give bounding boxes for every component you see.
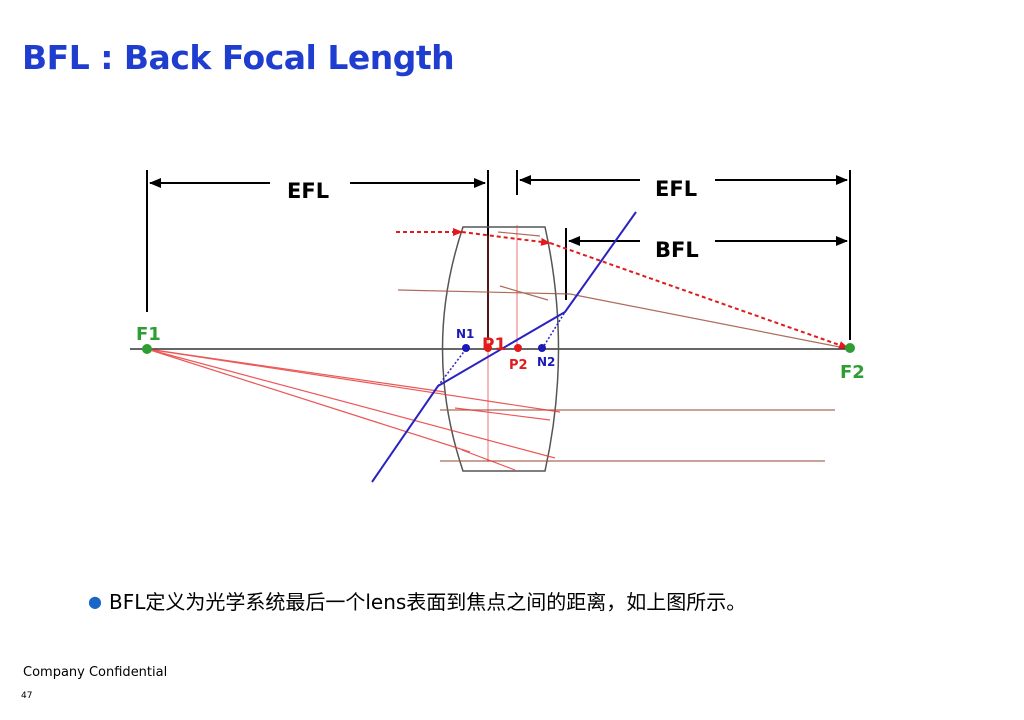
p2-point: [514, 344, 522, 352]
page-title: BFL : Back Focal Length: [22, 38, 455, 77]
red-dashed-ray: [396, 228, 849, 349]
p1-point: [484, 344, 492, 352]
blue-ray: [371, 211, 637, 483]
f2-label: F2: [840, 362, 865, 383]
efl-back-label: EFL: [655, 177, 697, 201]
footer-confidential: Company Confidential: [23, 665, 168, 680]
efl-front-label: EFL: [287, 179, 329, 203]
bullet-dot-icon: ●: [88, 592, 102, 611]
bfl-label: BFL: [655, 238, 699, 262]
f1-label: F1: [136, 324, 161, 345]
n1-point: [462, 344, 470, 352]
dimension-lines: [146, 170, 851, 340]
p2-label: P2: [509, 358, 528, 373]
bullet-item: ● BFL定义为光学系统最后一个lens表面到焦点之间的距离，如上图所示。: [88, 586, 746, 615]
f2-point: [845, 343, 855, 353]
p1-label: P1: [482, 335, 506, 355]
n2-point: [538, 344, 546, 352]
f1-point: [142, 344, 152, 354]
brown-rays: [397, 231, 851, 462]
red-rays: [146, 348, 561, 471]
n2-label: N2: [537, 355, 555, 369]
page-number: 47: [21, 691, 33, 701]
bullet-text: BFL定义为光学系统最后一个lens表面到焦点之间的距离，如上图所示。: [108, 590, 747, 614]
n1-label: N1: [456, 327, 474, 341]
